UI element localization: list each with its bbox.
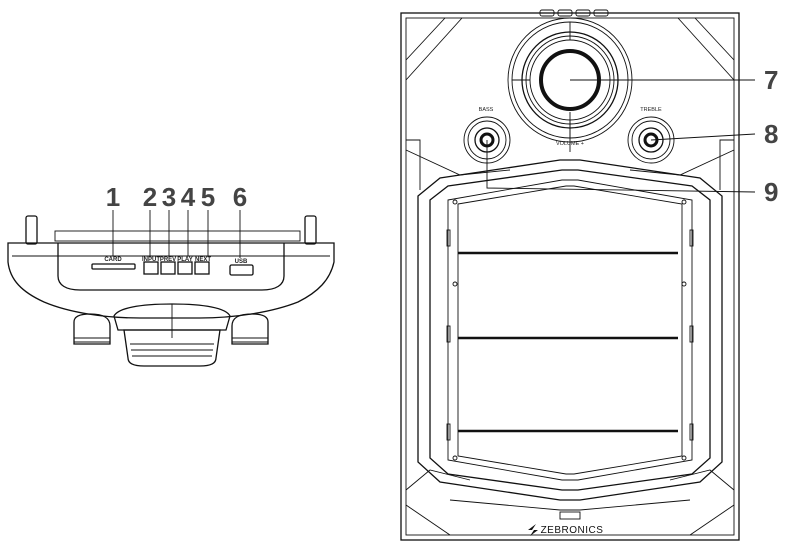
left-foot bbox=[73, 313, 111, 345]
center-foot bbox=[123, 329, 221, 367]
callout-3: 3 bbox=[162, 182, 176, 212]
card-label: CARD bbox=[104, 257, 122, 263]
callout-2: 2 bbox=[143, 182, 157, 212]
front-view: BASS TREBLE VOLUME + bbox=[400, 9, 778, 541]
top-view-leaders bbox=[112, 210, 241, 258]
brand-icon bbox=[528, 524, 538, 536]
control-panel-recess bbox=[57, 243, 285, 291]
play-button bbox=[177, 261, 193, 275]
bass-label: BASS bbox=[479, 107, 494, 113]
input-button bbox=[143, 261, 159, 275]
callout-5: 5 bbox=[201, 182, 215, 212]
usb-port bbox=[229, 264, 254, 276]
prev-label: PREV bbox=[160, 257, 176, 263]
callout-9: 9 bbox=[764, 177, 778, 207]
card-slot bbox=[91, 263, 136, 270]
cabinet bbox=[400, 12, 740, 541]
prev-button bbox=[160, 261, 176, 275]
callout-1: 1 bbox=[106, 182, 120, 212]
top-strip bbox=[54, 230, 301, 242]
input-label: INPUT bbox=[142, 257, 160, 263]
top-view: CARD INPUT PREV PLAY NEXT USB 1 2 3 4 5 … bbox=[7, 182, 335, 367]
usb-label: USB bbox=[235, 259, 248, 265]
callout-7: 7 bbox=[764, 65, 778, 95]
grille bbox=[417, 159, 723, 501]
brand-logo: ZEBRONICS bbox=[541, 525, 604, 536]
callout-4: 4 bbox=[181, 182, 196, 212]
callout-8: 8 bbox=[764, 119, 778, 149]
volume-label: VOLUME + bbox=[556, 141, 584, 147]
main-knob bbox=[507, 17, 633, 143]
right-foot bbox=[231, 313, 269, 345]
play-label: PLAY bbox=[177, 257, 192, 263]
left-post bbox=[25, 215, 38, 245]
treble-knob bbox=[627, 116, 675, 164]
right-post bbox=[304, 215, 317, 245]
top-body bbox=[7, 242, 335, 319]
front-view-leaders bbox=[486, 79, 756, 193]
next-button bbox=[194, 261, 210, 275]
next-label: NEXT bbox=[195, 257, 211, 263]
callout-6: 6 bbox=[233, 182, 247, 212]
treble-label: TREBLE bbox=[640, 107, 662, 113]
front-bulge bbox=[113, 303, 231, 331]
